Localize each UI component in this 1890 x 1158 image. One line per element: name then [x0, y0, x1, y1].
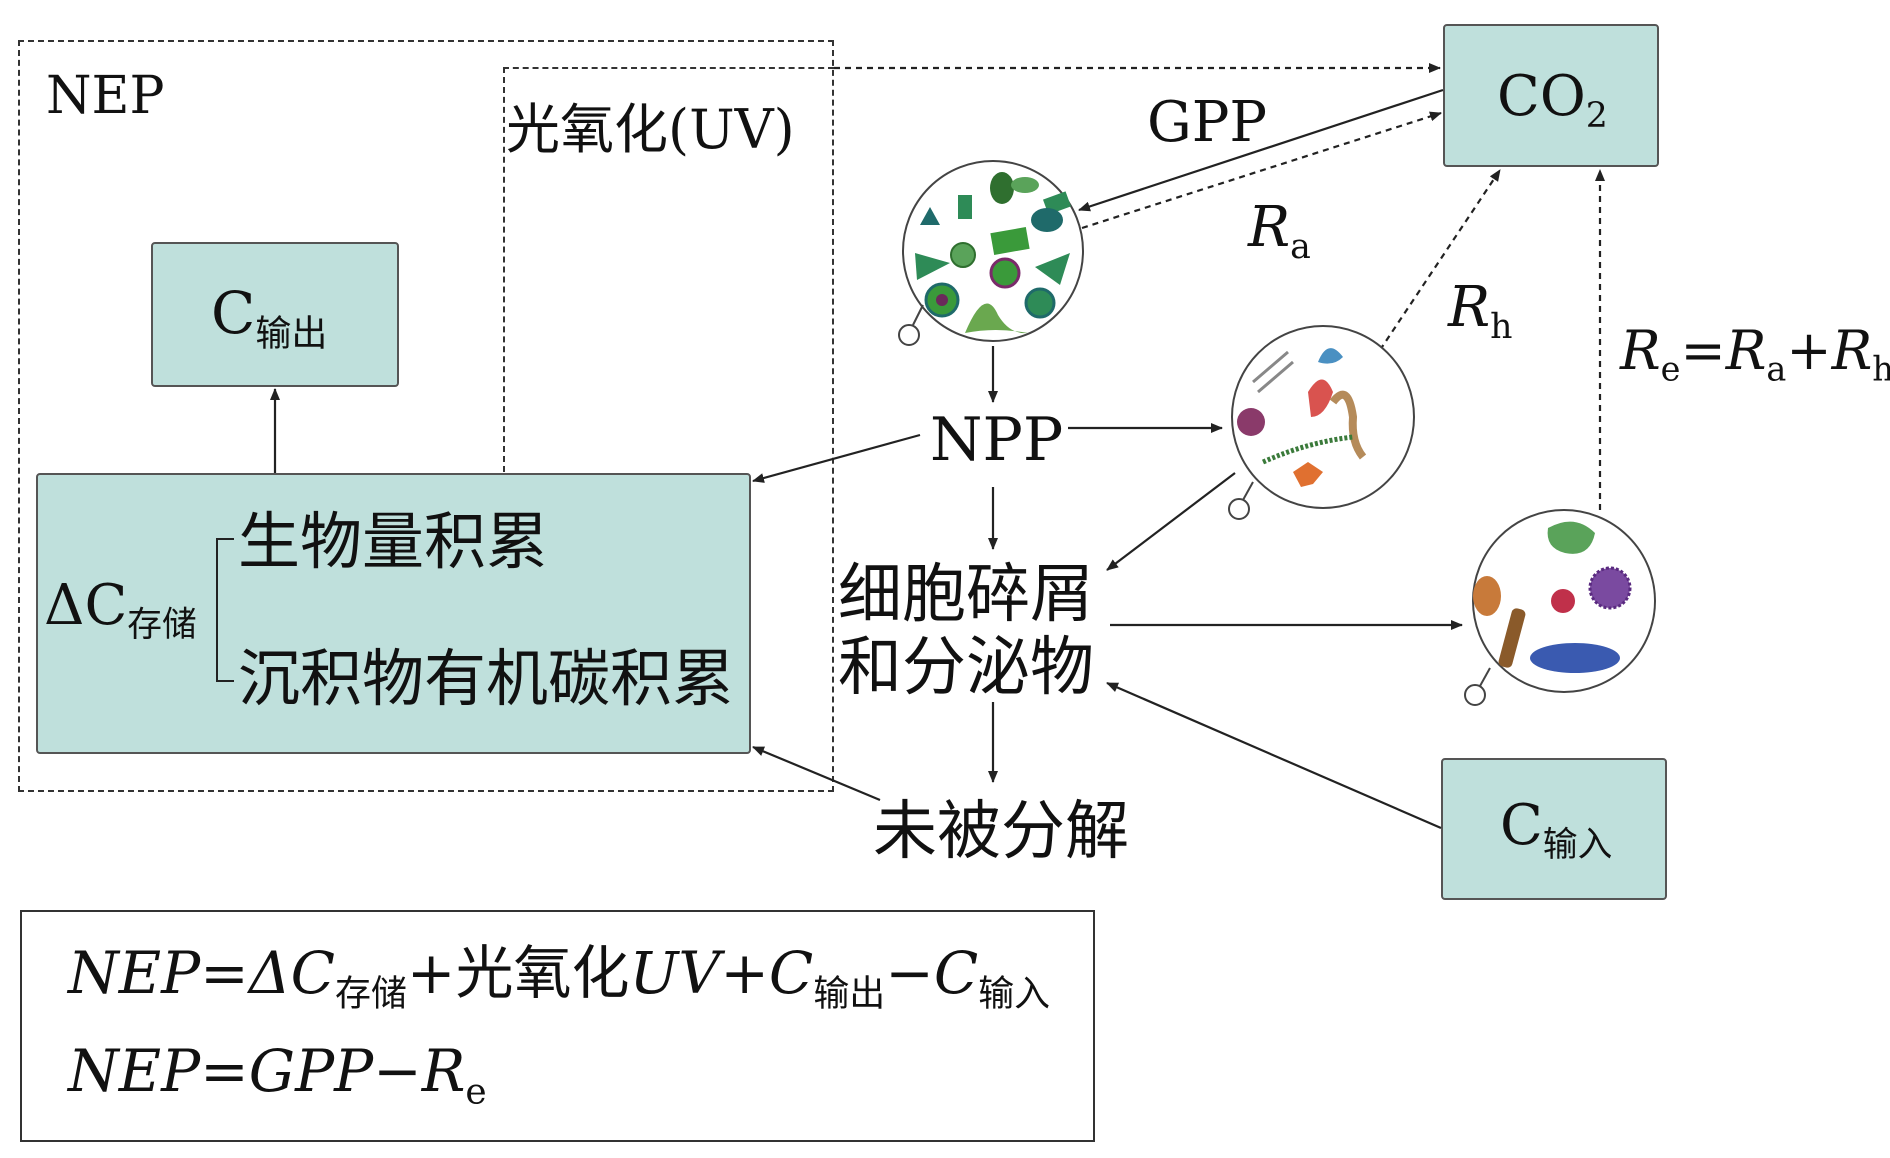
zooplankton-icon	[1228, 325, 1415, 520]
formula-box: NEP=ΔC存储+光氧化UV+C输出−C输入 NEP=GPP−Re	[20, 910, 1095, 1142]
npp-label: NPP	[930, 405, 1064, 475]
c-in-label: C	[1500, 793, 1543, 858]
uv-region	[503, 67, 834, 472]
c-out-label: C	[211, 279, 256, 347]
detritus-label-line2: 和分泌物	[838, 631, 1094, 705]
ra-label: Ra	[1248, 195, 1311, 268]
nep-region	[18, 40, 834, 792]
storage-box: ΔC存储 生物量积累 沉积物有机碳积累	[36, 473, 751, 754]
c-in-box: C输入	[1441, 758, 1667, 900]
undecomposed-label: 未被分解	[873, 795, 1129, 869]
storage-delta-label: ΔC	[44, 573, 128, 638]
detritus-label-line1: 细胞碎屑	[838, 558, 1094, 632]
bacteria-icon	[1464, 509, 1656, 706]
nep-region-label: NEP	[46, 66, 165, 126]
storage-item-sediment: 沉积物有机碳积累	[238, 642, 735, 715]
re-equation-label: Re=Ra+Rh	[1620, 319, 1890, 389]
uv-region-label: 光氧化(UV)	[506, 98, 795, 161]
formula-2: NEP=GPP−Re	[68, 1037, 487, 1113]
co2-label: CO	[1497, 64, 1586, 129]
storage-brace	[216, 538, 234, 682]
co2-box: CO2	[1443, 24, 1659, 167]
gpp-label: GPP	[1147, 90, 1268, 155]
formula-1: NEP=ΔC存储+光氧化UV+C输出−C输入	[68, 939, 1051, 1015]
rh-label: Rh	[1448, 275, 1513, 348]
c-out-box: C输出	[151, 242, 399, 387]
storage-item-biomass: 生物量积累	[238, 505, 549, 578]
phytoplankton-icon	[898, 160, 1084, 346]
